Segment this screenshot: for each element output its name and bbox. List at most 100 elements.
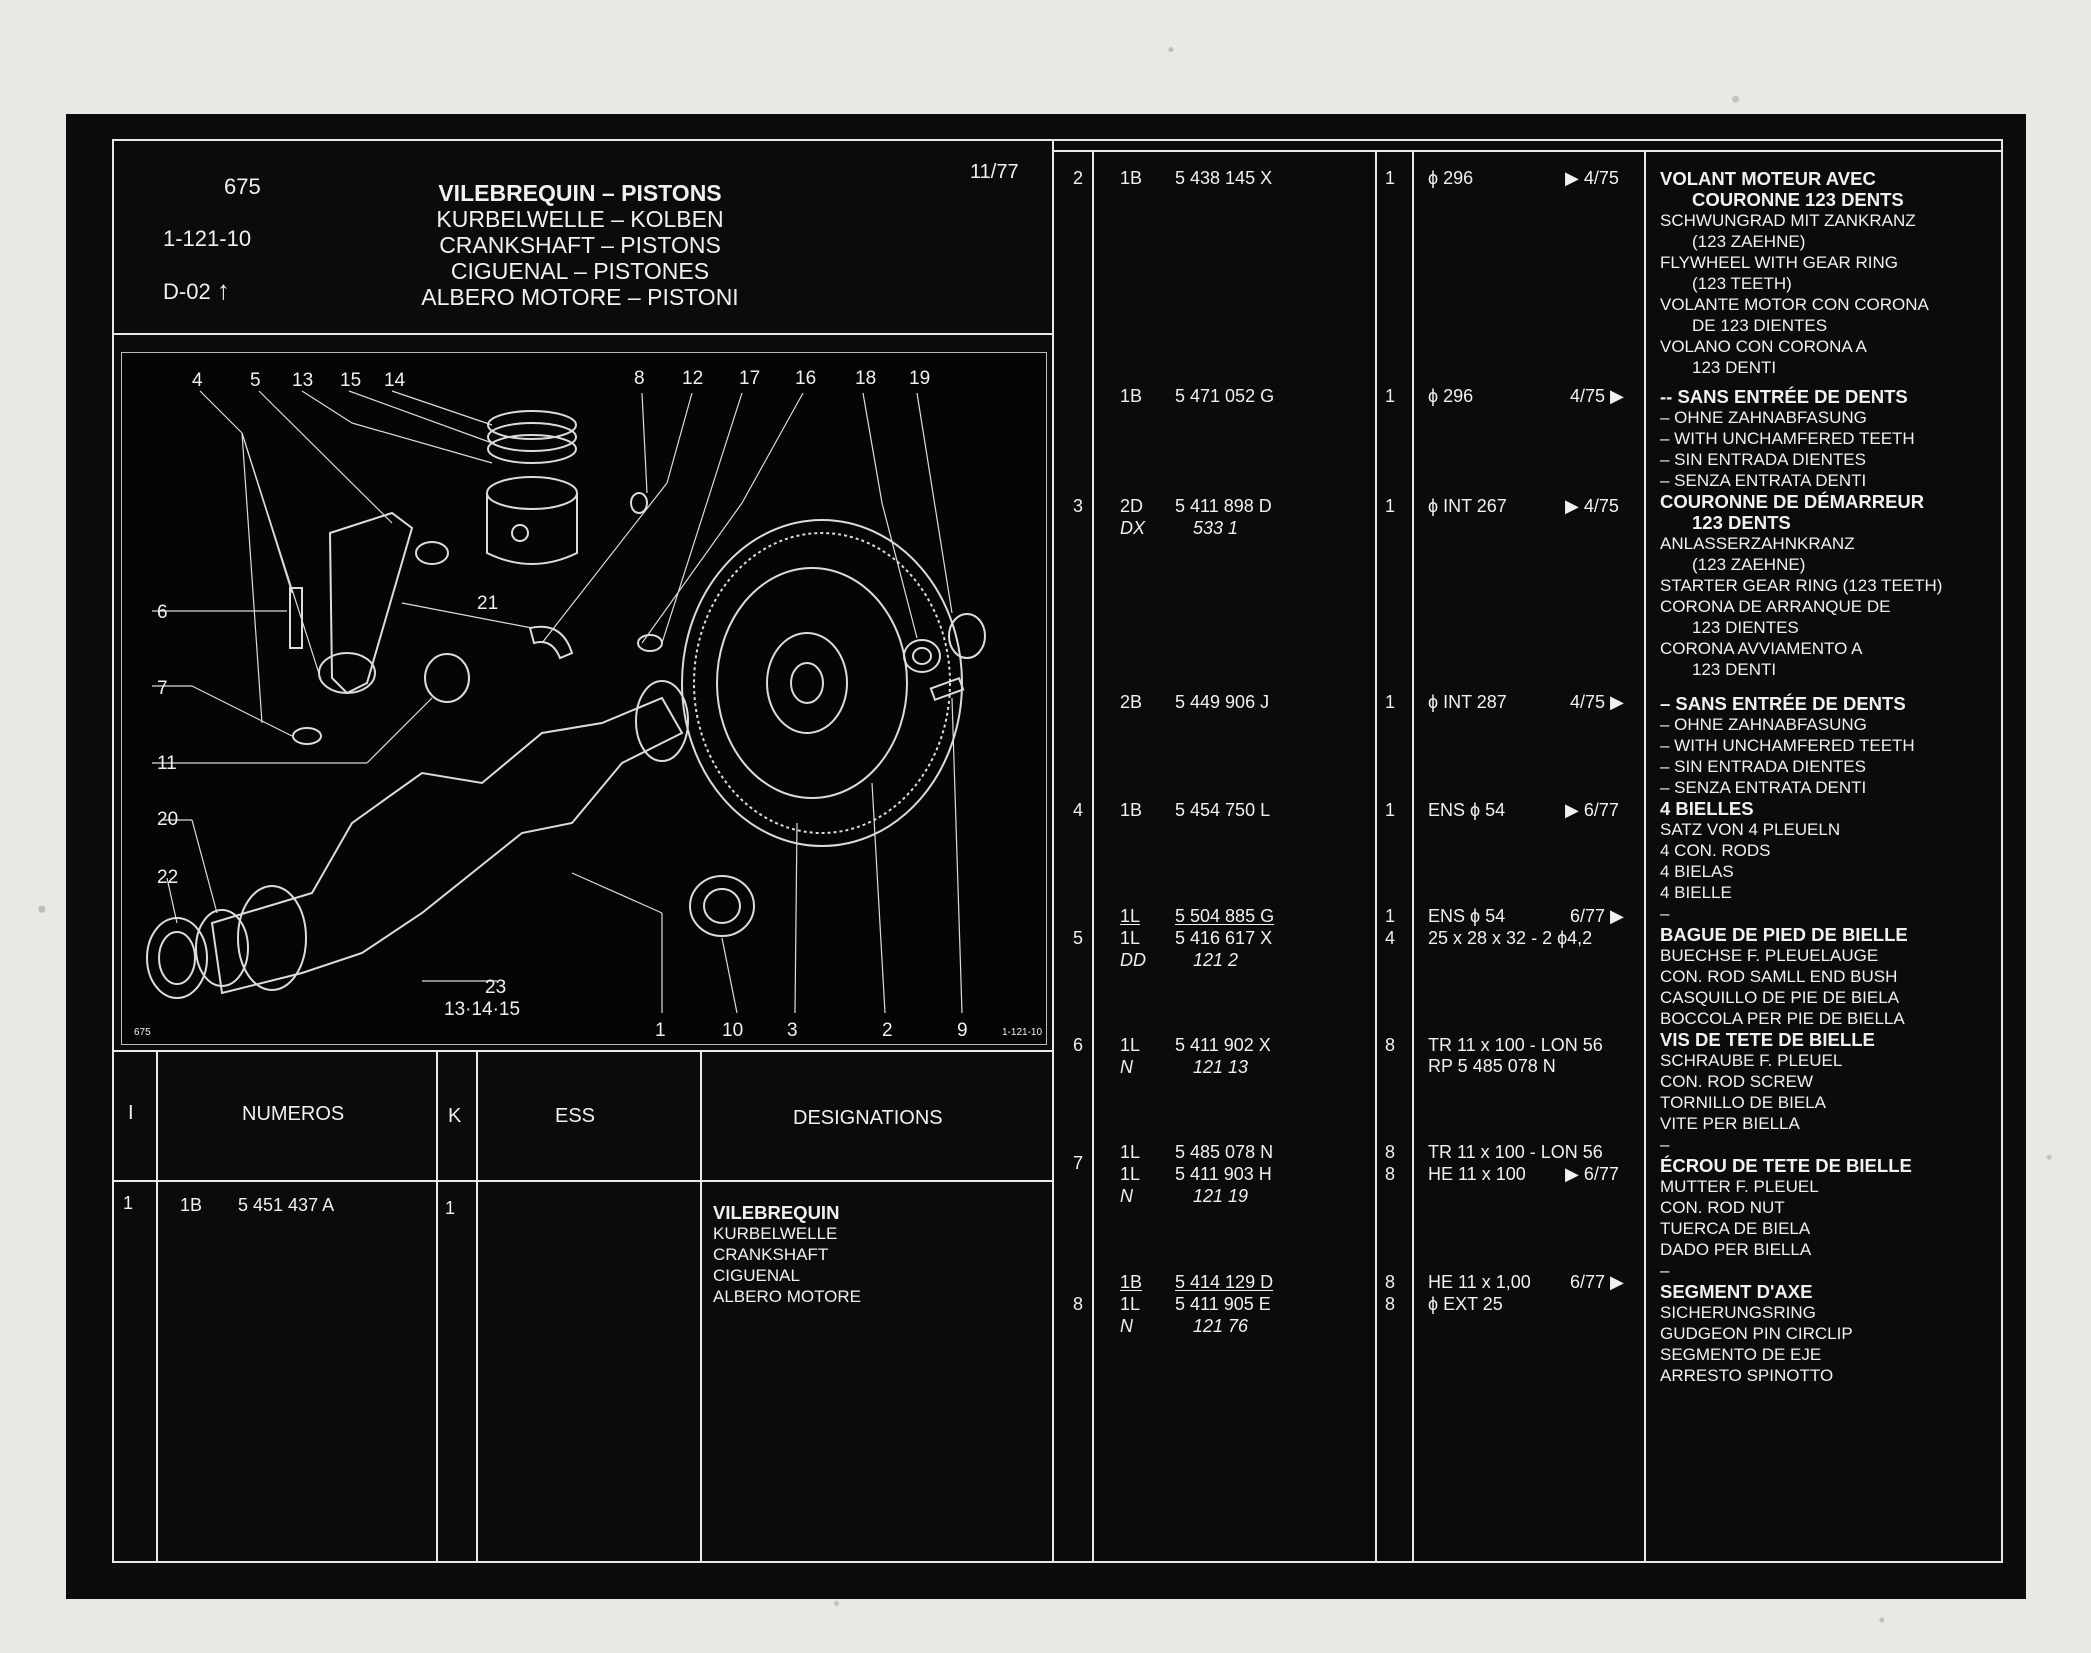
designation-line: – SIN ENTRADA DIENTES (1660, 450, 1866, 469)
item-date: 4/75 ▶ (1570, 386, 1624, 406)
item-date: 6/77 ▶ (1570, 906, 1624, 926)
item-qty: 1 (1385, 800, 1396, 820)
row1-des-es: CIGUENAL (713, 1266, 800, 1285)
item-sub-code: DD (1120, 950, 1146, 970)
item-qty: 8 (1385, 1272, 1396, 1292)
designation-line: – SENZA ENTRATA DENTI (1660, 778, 1867, 797)
item-qty: 8 (1385, 1035, 1396, 1055)
item-date: ▶ 4/75 (1565, 496, 1619, 516)
item-number: 5 438 145 X (1175, 168, 1273, 188)
divider-right-top (1053, 150, 2003, 152)
item-date: 6/77 ▶ (1570, 1272, 1624, 1292)
item-qty: 1 (1385, 168, 1396, 188)
divider-left-panel (1052, 139, 1054, 1563)
crankshaft-flange (635, 680, 689, 762)
bearing-shell-21 (528, 625, 574, 660)
piston-top (486, 476, 578, 510)
item-code: 1B (1120, 800, 1143, 820)
piston-ring-3 (487, 434, 577, 464)
callout-15: 15 (340, 370, 361, 391)
arrow-up-icon: ↑ (216, 275, 230, 305)
item-sub-code: N (1120, 1186, 1133, 1206)
piston-ring-2 (487, 422, 577, 452)
row1-des-de: KURBELWELLE (713, 1224, 838, 1243)
designation-block: -- SANS ENTRÉE DE DENTS– OHNE ZAHNABFASU… (1660, 386, 2000, 680)
designation-line: – SANS ENTRÉE DE DENTS (1660, 693, 1906, 714)
item-number: 5 485 078 N (1175, 1142, 1274, 1162)
item-number: 5 471 052 G (1175, 386, 1275, 406)
row1-index: 1 (123, 1193, 134, 1213)
bearing-shell-11 (424, 653, 470, 703)
designation-line: – (1660, 1135, 1670, 1154)
item-index: 7 (1073, 1153, 1084, 1173)
diagram-drawing: 4 5 13 15 14 8 12 17 16 18 19 6 21 7 11 … (134, 368, 1042, 1041)
designation-line: VIS DE TETE DE BIELLE (1660, 1029, 1875, 1050)
designation-line: CON. ROD SAMLL END BUSH (1660, 967, 1898, 986)
item-qty: 8 (1385, 1164, 1396, 1184)
col-header-i: I (128, 1102, 134, 1124)
designation-line: MUTTER F. PLEUEL (1660, 1177, 1819, 1196)
col-header-ess: ESS (555, 1105, 596, 1127)
flywheel-outer (681, 519, 963, 847)
callout-20: 20 (157, 809, 178, 830)
divider-col-i (156, 1052, 158, 1563)
diagram-corner-right: 1-121-10 (1002, 1027, 1042, 1038)
designation-line: 4 BIELLE (1660, 883, 1732, 902)
exploded-parts-diagram: 4 5 13 15 14 8 12 17 16 18 19 6 21 7 11 … (121, 352, 1047, 1045)
bolt-9 (929, 676, 965, 702)
callout-17: 17 (739, 368, 760, 389)
rod-big-end (318, 652, 376, 694)
sheet-frame (112, 139, 2003, 1563)
designation-line: COURONNE DE DÉMARREUR (1660, 491, 1925, 512)
item-spec: ϕ EXT 25 (1428, 1294, 1503, 1314)
col-header-numeros: NUMEROS (242, 1103, 345, 1125)
item-date: ▶ 6/77 (1565, 1164, 1619, 1184)
designation-line: CON. ROD NUT (1660, 1198, 1785, 1217)
designation-block: – SANS ENTRÉE DE DENTS– OHNE ZAHNABFASUN… (1660, 693, 2000, 1386)
item-sub-code: N (1120, 1057, 1133, 1077)
item-spec: HE 11 x 1,00 (1428, 1272, 1531, 1292)
designation-line: DADO PER BIELLA (1660, 1240, 1812, 1259)
designation-line: SCHWUNGRAD MIT ZANKRANZ (1660, 211, 1916, 230)
callout-16: 16 (795, 368, 816, 389)
callout-23: 23 (485, 977, 506, 998)
item-number: 5 416 617 X (1175, 928, 1273, 948)
crank-pulley-end (237, 885, 307, 991)
title-it: ALBERO MOTORE – PISTONI (421, 284, 739, 310)
item-sub-number: 121 13 (1193, 1057, 1249, 1077)
item-spec: ϕ INT 287 (1428, 692, 1507, 712)
designation-line: CON. ROD SCREW (1660, 1072, 1813, 1091)
designation-line: (123 ZAEHNE) (1692, 555, 1806, 574)
item-code: 1L (1120, 1294, 1141, 1314)
designation-line: – (1660, 904, 1670, 923)
flywheel-gear-ring (693, 532, 951, 834)
designation-line: ÉCROU DE TETE DE BIELLE (1660, 1155, 1912, 1176)
seal-22-inner (158, 931, 196, 985)
item-code: 1L (1120, 928, 1141, 948)
designation-line: VOLANTE MOTOR CON CORONA (1660, 295, 1929, 314)
col-header-designations: DESIGNATIONS (793, 1107, 943, 1129)
item-sub-number: 533 1 (1193, 518, 1239, 538)
designation-line: SCHRAUBE F. PLEUEL (1660, 1051, 1843, 1070)
section-code: D-02 ↑ (163, 277, 230, 303)
item-spec-2: RP 5 485 078 N (1428, 1056, 1556, 1076)
item-qty: 1 (1385, 386, 1396, 406)
callout-3: 3 (787, 1020, 798, 1041)
callout-13-14-15: 13·14·15 (444, 999, 520, 1020)
designation-line: – OHNE ZAHNABFASUNG (1660, 408, 1867, 427)
divider-col-des (700, 1052, 702, 1563)
designation-line: – SENZA ENTRATA DENTI (1660, 471, 1867, 490)
item-date: 4/75 ▶ (1570, 692, 1624, 712)
piston (486, 493, 578, 565)
item-number: 5 454 750 L (1175, 800, 1271, 820)
thrust-washer-20 (195, 909, 249, 987)
item-code: 2D (1120, 496, 1144, 516)
row1-des-it: ALBERO MOTORE (713, 1287, 861, 1306)
designation-line: BUECHSE F. PLEUELAUGE (1660, 946, 1879, 965)
designation-line: SEGMENT D'AXE (1660, 1281, 1813, 1302)
flywheel-face (716, 567, 908, 799)
designation-line: 123 DIENTES (1692, 618, 1799, 637)
divider-qty-2 (1412, 150, 1414, 1563)
item-index: 3 (1073, 496, 1084, 516)
main-bearing-10 (689, 875, 755, 937)
